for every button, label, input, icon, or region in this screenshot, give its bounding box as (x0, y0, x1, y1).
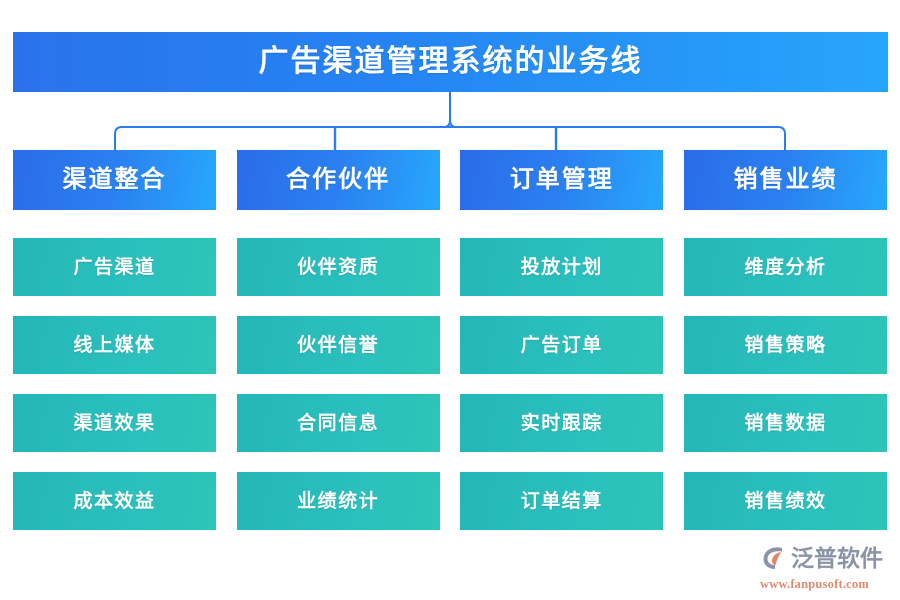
spacer (460, 452, 663, 472)
list-item-label: 线上媒体 (73, 334, 156, 356)
spacer (13, 374, 216, 394)
column-channel-integration: 渠道整合 广告渠道 线上媒体 渠道效果 成本效益 (13, 150, 216, 535)
spacer (237, 374, 440, 394)
spacer (13, 452, 216, 472)
list-item-label: 成本效益 (73, 490, 156, 512)
column-header-label: 合作伙伴 (286, 167, 391, 193)
column-header-label: 销售业绩 (733, 167, 838, 193)
list-item-label: 销售数据 (744, 412, 827, 434)
spacer (460, 374, 663, 394)
columns-container: 渠道整合 广告渠道 线上媒体 渠道效果 成本效益 合作伙伴 (0, 150, 900, 535)
spacer (237, 452, 440, 472)
logo-row: 泛普软件 (758, 542, 894, 574)
list-item-label: 销售绩效 (744, 490, 827, 512)
column-sales-performance: 销售业绩 维度分析 销售策略 销售数据 销售绩效 (683, 150, 887, 535)
logo-name: 泛普软件 (791, 545, 883, 571)
spacer (460, 296, 663, 316)
spacer (13, 210, 216, 238)
list-item[interactable]: 伙伴信誉 (236, 316, 440, 374)
column-header-1[interactable]: 渠道整合 (13, 150, 216, 210)
list-item[interactable]: 业绩统计 (236, 472, 440, 530)
column-header-label: 订单管理 (509, 167, 614, 193)
list-item-label: 伙伴信誉 (297, 334, 380, 356)
list-item-label: 合同信息 (297, 412, 380, 434)
spacer (13, 296, 216, 316)
spacer (684, 374, 887, 394)
connector-lines (114, 90, 786, 150)
list-item[interactable]: 维度分析 (683, 238, 887, 296)
column-header-2[interactable]: 合作伙伴 (236, 150, 440, 210)
column-header-3[interactable]: 订单管理 (460, 150, 664, 210)
list-item[interactable]: 销售策略 (683, 316, 887, 374)
spacer (684, 210, 887, 238)
spacer (237, 210, 440, 238)
column-order-management: 订单管理 投放计划 广告订单 实时跟踪 订单结算 (460, 150, 664, 535)
fanpu-swoosh-icon (763, 547, 782, 569)
column-partners: 合作伙伴 伙伴资质 伙伴信誉 合同信息 业绩统计 (236, 150, 440, 535)
list-item-label: 伙伴资质 (297, 256, 380, 278)
diagram-title-bar: 广告渠道管理系统的业务线 (13, 32, 888, 92)
list-item-label: 广告订单 (520, 334, 603, 356)
spacer (460, 210, 663, 238)
list-item-label: 广告渠道 (73, 256, 156, 278)
list-item[interactable]: 成本效益 (13, 472, 216, 530)
list-item[interactable]: 实时跟踪 (460, 394, 664, 452)
list-item[interactable]: 合同信息 (236, 394, 440, 452)
list-item[interactable]: 销售绩效 (683, 472, 887, 530)
list-item[interactable]: 销售数据 (683, 394, 887, 452)
logo-url: www.fanpusoft.com (760, 577, 869, 591)
spacer (684, 452, 887, 472)
spacer (684, 296, 887, 316)
list-item[interactable]: 广告订单 (460, 316, 664, 374)
list-item[interactable]: 伙伴资质 (236, 238, 440, 296)
list-item-label: 订单结算 (520, 490, 603, 512)
list-item[interactable]: 广告渠道 (13, 238, 216, 296)
list-item[interactable]: 渠道效果 (13, 394, 216, 452)
column-header-label: 渠道整合 (62, 167, 167, 193)
list-item[interactable]: 订单结算 (460, 472, 664, 530)
column-header-4[interactable]: 销售业绩 (683, 150, 887, 210)
list-item-label: 业绩统计 (297, 490, 380, 512)
list-item[interactable]: 投放计划 (460, 238, 664, 296)
list-item-label: 销售策略 (744, 334, 827, 356)
list-item-label: 实时跟踪 (520, 412, 603, 434)
spacer (237, 296, 440, 316)
list-item[interactable]: 线上媒体 (13, 316, 216, 374)
list-item-label: 渠道效果 (73, 412, 156, 434)
brand-logo: 泛普软件 www.fanpusoft.com (758, 542, 894, 592)
page-title: 广告渠道管理系统的业务线 (258, 45, 643, 78)
list-item-label: 维度分析 (744, 256, 827, 278)
list-item-label: 投放计划 (520, 256, 603, 278)
